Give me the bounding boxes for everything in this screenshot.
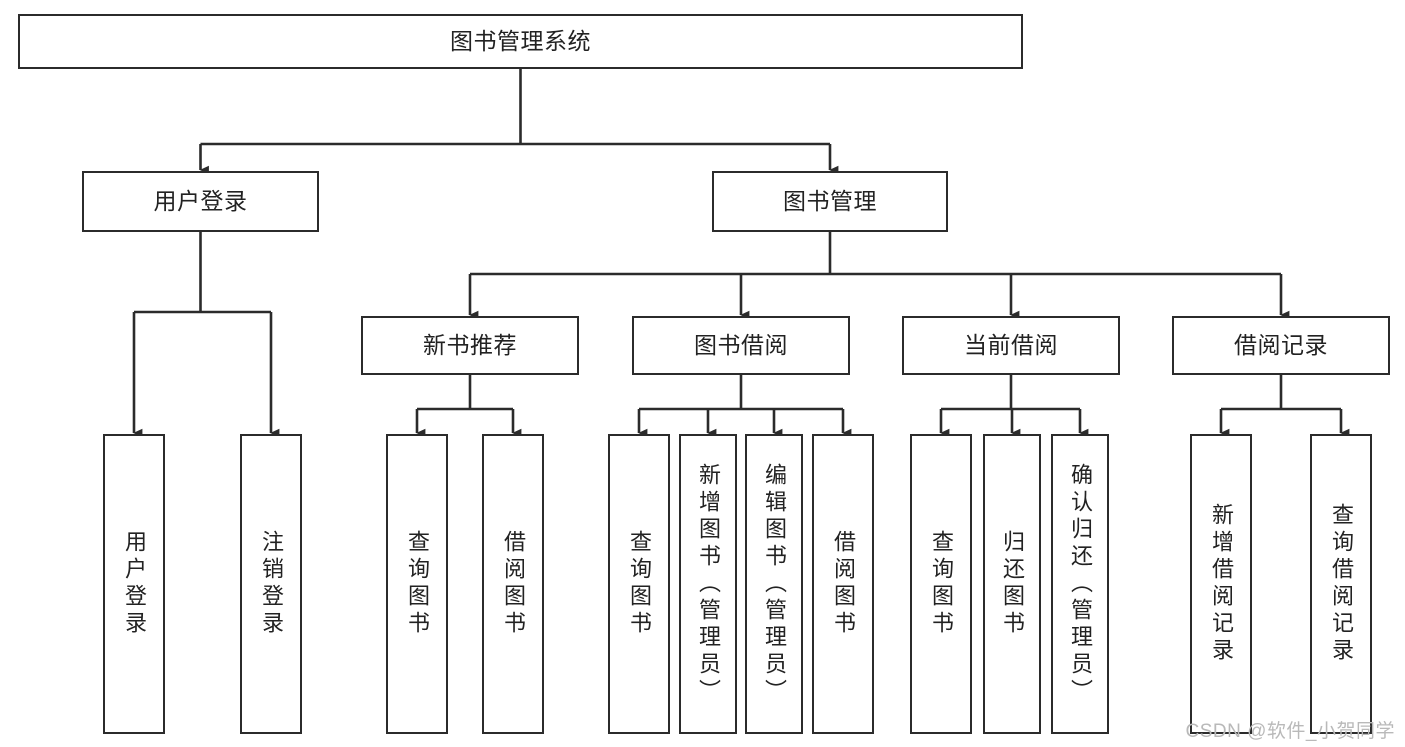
node-label: 用户登录	[153, 187, 248, 214]
node-l4-b2[interactable]: 借阅图书	[482, 434, 544, 734]
node-l4-d1[interactable]: 查询图书	[910, 434, 972, 734]
node-l4-a1[interactable]: 用户登录	[103, 434, 165, 734]
node-l4-e2[interactable]: 查询借阅记录	[1310, 434, 1372, 734]
node-label: 借阅记录	[1234, 331, 1328, 358]
node-l3-borrow[interactable]: 图书借阅	[632, 316, 850, 375]
node-label: 图书借阅	[694, 331, 788, 358]
node-l4-c1[interactable]: 查询图书	[608, 434, 670, 734]
node-label: 当前借阅	[964, 331, 1058, 358]
node-l4-e1[interactable]: 新增借阅记录	[1190, 434, 1252, 734]
node-l4-d3[interactable]: 确认归还（管理员）	[1051, 434, 1109, 734]
node-label: 用户登录	[122, 530, 147, 638]
node-l4-c4[interactable]: 借阅图书	[812, 434, 874, 734]
node-label: 注销登录	[259, 530, 284, 638]
node-label: 新增借阅记录	[1209, 503, 1234, 665]
node-l4-a2[interactable]: 注销登录	[240, 434, 302, 734]
node-root[interactable]: 图书管理系统	[18, 14, 1023, 69]
node-l3-newbook[interactable]: 新书推荐	[361, 316, 579, 375]
node-label: 查询图书	[627, 530, 652, 638]
node-label: 查询借阅记录	[1329, 503, 1354, 665]
node-label: 图书管理系统	[450, 27, 591, 54]
node-label: 查询图书	[929, 530, 954, 638]
node-label: 借阅图书	[501, 530, 526, 638]
node-l4-c3[interactable]: 编辑图书（管理员）	[745, 434, 803, 734]
node-label: 新增图书（管理员）	[696, 462, 721, 706]
node-l2-login[interactable]: 用户登录	[82, 171, 319, 232]
node-l3-current[interactable]: 当前借阅	[902, 316, 1120, 375]
node-label: 查询图书	[405, 530, 430, 638]
node-label: 确认归还（管理员）	[1068, 462, 1093, 706]
node-l4-d2[interactable]: 归还图书	[983, 434, 1041, 734]
node-l2-book[interactable]: 图书管理	[712, 171, 948, 232]
node-l3-record[interactable]: 借阅记录	[1172, 316, 1390, 375]
node-label: 图书管理	[783, 187, 877, 214]
node-label: 编辑图书（管理员）	[762, 462, 787, 706]
node-label: 归还图书	[1000, 530, 1025, 638]
node-l4-b1[interactable]: 查询图书	[386, 434, 448, 734]
node-label: 借阅图书	[831, 530, 856, 638]
node-label: 新书推荐	[423, 331, 517, 358]
node-l4-c2[interactable]: 新增图书（管理员）	[679, 434, 737, 734]
